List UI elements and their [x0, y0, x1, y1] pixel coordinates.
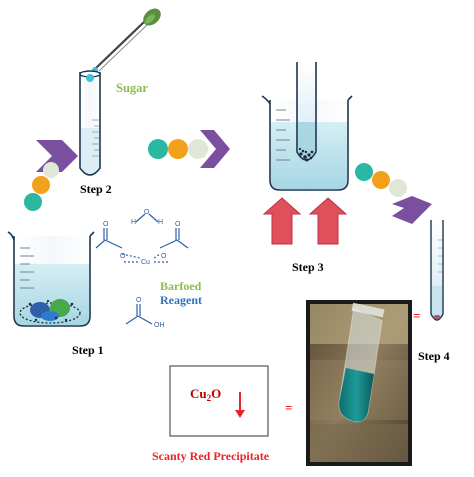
test-tube-photo [306, 300, 412, 466]
cu2o-oxygen: O [211, 386, 221, 401]
dot-pale [389, 179, 407, 197]
cu2o-result-box: Cu2O [169, 365, 269, 437]
dot-orange [32, 176, 50, 194]
test-tube-step2 [79, 70, 101, 176]
dropper-icon [92, 8, 161, 73]
equals-sign: = [413, 308, 420, 323]
sugar-label: Sugar [116, 81, 148, 95]
equals-sign: = [285, 400, 292, 415]
dot-teal [148, 139, 168, 159]
down-arrow-icon [235, 392, 245, 418]
step4-group: = Step 4 [413, 220, 450, 363]
dot-teal [24, 193, 42, 211]
heat-arrow-icon [308, 197, 348, 245]
step2-label: Step 2 [80, 182, 112, 196]
chevron-arrow-icon [200, 130, 230, 168]
atom-o: O [144, 209, 150, 216]
flow-left [24, 140, 78, 211]
dot-pale [43, 162, 59, 178]
atom-oh: OH [154, 322, 165, 329]
atom-o: O [120, 253, 126, 260]
atom-h: H [131, 219, 136, 226]
precipitate-label: Scanty Red Precipitate [152, 449, 270, 463]
atom-cu: Cu [141, 259, 150, 266]
chevron-arrow-icon [392, 196, 432, 224]
dot-orange [168, 139, 188, 159]
molecule-structure [95, 213, 189, 325]
atom-o: O [103, 221, 109, 228]
atom-o: O [161, 253, 167, 260]
molecule-atoms: H O H O O O O Cu O OH [103, 209, 181, 329]
reagent-label: Reagent [160, 293, 202, 307]
dot-pale [188, 139, 208, 159]
step4-label: Step 4 [418, 349, 450, 363]
heat-arrow-icon [262, 197, 302, 245]
step3-group: Step 3 [261, 62, 353, 274]
atom-h: H [158, 219, 163, 226]
beaker-step1 [7, 231, 95, 327]
flow-middle [148, 130, 230, 168]
step3-label: Step 3 [292, 260, 324, 274]
step2-group: Sugar Step 2 [79, 8, 161, 196]
cu2o-subscript: 2 [207, 393, 212, 403]
dot-orange [372, 171, 390, 189]
atom-o: O [136, 297, 142, 304]
flow-right [355, 163, 432, 224]
cu2o-base: Cu [190, 386, 207, 401]
dot-teal [355, 163, 373, 181]
barfoed-label: Barfoed [160, 279, 202, 293]
cu2o-formula: Cu2O [190, 386, 221, 403]
test-tube-step3 [296, 62, 317, 162]
step1-label: Step 1 [72, 343, 104, 357]
atom-o: O [175, 221, 181, 228]
test-tube-step4 [430, 220, 444, 321]
step1-group: Step 1 [7, 231, 104, 357]
